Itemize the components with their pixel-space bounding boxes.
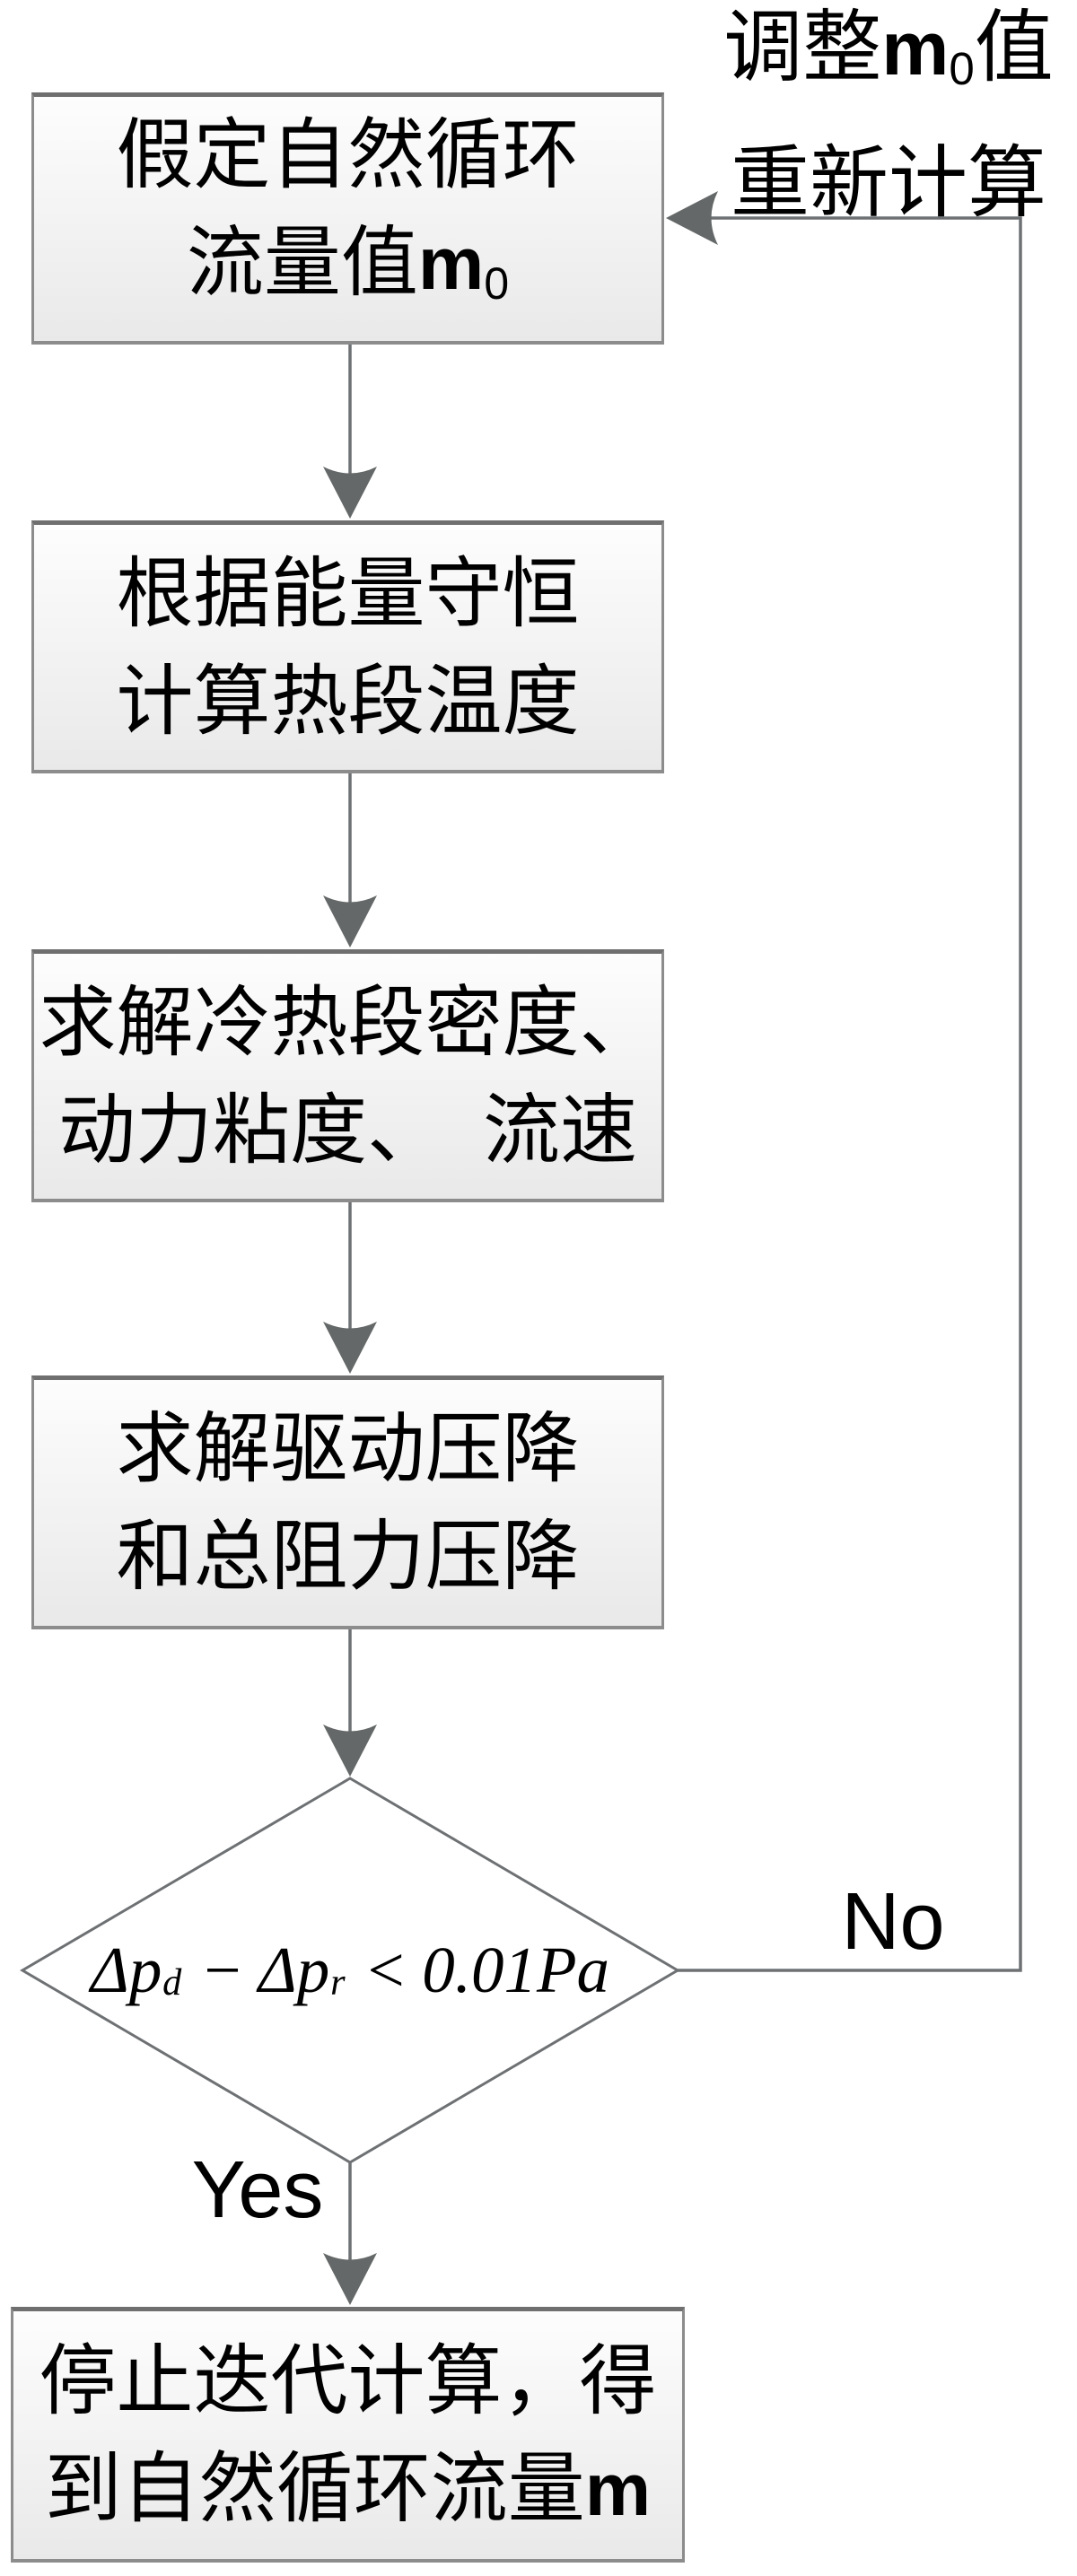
no-branch-label: No bbox=[841, 1877, 945, 1967]
box-text-line: 计算热段温度 bbox=[116, 658, 580, 745]
variable-m: m bbox=[417, 222, 485, 305]
arrow-down-icon bbox=[323, 467, 377, 519]
box-text-line: 求解驱动压降 bbox=[116, 1406, 580, 1492]
delta-p-d: Δp bbox=[90, 1934, 162, 2006]
process-box-assume-flow: 假定自然循环 流量值m0 bbox=[31, 92, 664, 345]
yes-branch-label: Yes bbox=[191, 2145, 324, 2235]
variable-subscript: 0 bbox=[949, 43, 975, 95]
loop-note-line2: 重新计算 bbox=[730, 141, 1046, 229]
variable-m: m bbox=[881, 6, 950, 91]
box-text-line: 根据能量守恒 bbox=[116, 550, 580, 637]
terminal-box-stop-iteration: 停止迭代计算，得 到自然循环流量m bbox=[11, 2307, 685, 2563]
loop-note-line1: 调整m0值 bbox=[723, 5, 1054, 95]
arrow-down-icon bbox=[323, 895, 377, 947]
arrow-down-icon bbox=[323, 1725, 377, 1777]
process-box-pressure-drop: 求解驱动压降 和总阻力压降 bbox=[31, 1375, 664, 1629]
arrow-down-icon bbox=[323, 1322, 377, 1374]
box-text-line: 求解冷热段密度、 bbox=[39, 979, 657, 1066]
delta-p-r: Δp bbox=[258, 1934, 330, 2006]
variable-subscript: 0 bbox=[484, 258, 510, 309]
process-box-energy-temperature: 根据能量守恒 计算热段温度 bbox=[31, 520, 664, 773]
decision-diamond bbox=[20, 1777, 680, 2164]
arrow-down-icon bbox=[323, 2253, 377, 2305]
process-box-solve-properties: 求解冷热段密度、 动力粘度、 流速 bbox=[31, 949, 664, 1202]
loop-note: 调整m0值 重新计算 bbox=[700, 0, 1077, 242]
box-text-line: 停止迭代计算，得 bbox=[39, 2337, 657, 2424]
box-text-line: 流量值m0 bbox=[186, 219, 510, 309]
box-text-line: 假定自然循环 bbox=[116, 111, 580, 198]
box-text-line: 动力粘度、 流速 bbox=[58, 1087, 637, 1174]
arrow-left-icon bbox=[666, 191, 718, 245]
variable-m: m bbox=[584, 2448, 652, 2531]
box-text-line: 到自然循环流量m bbox=[44, 2445, 652, 2532]
box-text-line: 和总阻力压降 bbox=[116, 1514, 580, 1600]
connector-no-loop bbox=[675, 216, 1022, 1972]
